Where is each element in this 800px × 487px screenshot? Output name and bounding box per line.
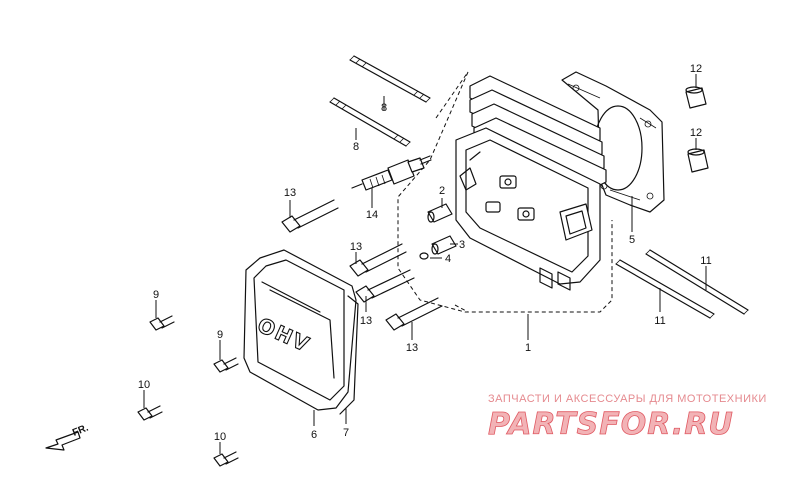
callout-4: 4 — [445, 253, 451, 265]
callout-numbers: 8 8 14 13 2 3 4 12 12 5 1 11 11 13 13 13… — [138, 63, 712, 443]
callout-9-lower: 9 — [217, 329, 223, 341]
callout-12-lower: 12 — [690, 127, 702, 139]
callout-11-right: 11 — [700, 255, 711, 267]
stud-bolt-lower — [329, 97, 411, 147]
callout-1: 1 — [525, 342, 531, 354]
flange-bolt-d — [385, 297, 443, 331]
flange-bolt-c — [355, 269, 415, 303]
callout-2: 2 — [439, 185, 445, 197]
callout-7: 7 — [343, 427, 349, 439]
stud-right-upper — [645, 249, 749, 315]
callout-13-center: 13 — [360, 315, 372, 327]
callout-13-top: 13 — [284, 187, 296, 199]
callout-10-upper: 10 — [138, 379, 150, 391]
cylinder-head-gasket — [561, 71, 665, 213]
o-ring — [419, 252, 429, 260]
cylinder-head-assembly-outline — [397, 71, 613, 313]
callout-11-lower: 11 — [654, 315, 665, 327]
callout-8-lower: 8 — [353, 141, 359, 153]
small-bolt-9b — [213, 357, 239, 373]
flange-bolt-a — [281, 199, 339, 233]
watermark-subtitle: ЗАПЧАСТИ И АКСЕССУАРЫ ДЛЯ МОТОТЕХНИКИ — [488, 393, 767, 405]
callout-12-upper: 12 — [690, 63, 702, 75]
cover-gasket — [339, 295, 359, 415]
small-bolt-9a — [149, 315, 175, 331]
callout-5: 5 — [629, 234, 635, 246]
dowel-pin — [427, 203, 453, 223]
cylinder-head-cover: OHV — [243, 249, 357, 411]
flange-bolt-b — [349, 243, 407, 277]
cylinder-head — [455, 75, 607, 291]
callout-8-upper: 8 — [381, 102, 387, 114]
dowel-pin-lower — [431, 235, 457, 255]
callout-10-lower: 10 — [214, 431, 226, 443]
small-bolt-10a — [137, 405, 163, 421]
front-direction-arrow: FR. — [45, 422, 90, 451]
watermark-logo: PARTSFOR.RU — [488, 407, 734, 442]
callout-13-bottom: 13 — [406, 342, 418, 354]
callout-9-upper: 9 — [153, 289, 159, 301]
small-bolt-10b — [213, 451, 239, 467]
stud-bolt-upper — [349, 55, 431, 103]
callout-6: 6 — [311, 429, 317, 441]
spark-plug — [351, 155, 432, 191]
dowel-lower — [687, 148, 709, 173]
watermark: ЗАПЧАСТИ И АКСЕССУАРЫ ДЛЯ МОТОТЕХНИКИ PA… — [488, 393, 767, 442]
leader-lines — [143, 74, 707, 454]
callout-14: 14 — [366, 209, 378, 221]
stud-right-lower — [615, 259, 715, 319]
callout-3: 3 — [459, 239, 465, 251]
dowel-upper — [685, 86, 707, 109]
callout-13-mid: 13 — [350, 241, 362, 253]
front-direction-label: FR. — [71, 422, 90, 438]
